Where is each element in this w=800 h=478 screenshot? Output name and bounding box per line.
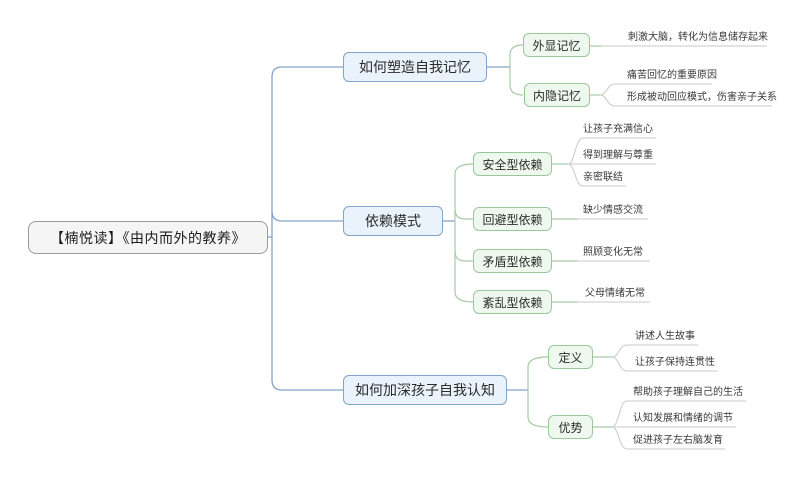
subtopic-definition[interactable]: 定义	[548, 345, 593, 369]
subtopic-explicit-memory[interactable]: 外显记忆	[523, 33, 590, 57]
green-connectors	[454, 44, 612, 428]
leaf-topic[interactable]: 促进孩子左右脑发育	[633, 435, 723, 446]
main-topic-memory[interactable]: 如何塑造自我记忆	[343, 52, 487, 82]
blue-connectors	[268, 66, 528, 391]
subtopic-ambivalent-attachment[interactable]: 矛盾型依赖	[473, 249, 552, 273]
subtopic-secure-attachment[interactable]: 安全型依赖	[473, 152, 552, 176]
leaf-topic[interactable]: 刺激大脑，转化为信息储存起来	[628, 32, 768, 43]
subtopic-advantages[interactable]: 优势	[548, 415, 593, 439]
root-topic[interactable]: 【楠悦读】《由内而外的教养》	[28, 221, 268, 254]
subtopic-implicit-memory[interactable]: 内隐记忆	[524, 83, 590, 107]
leaf-topic[interactable]: 讲述人生故事	[635, 331, 695, 342]
leaf-topic[interactable]: 痛苦回忆的重要原因	[627, 70, 717, 81]
leaf-topic[interactable]: 让孩子充满信心	[583, 124, 653, 135]
subtopic-disorganized-attachment[interactable]: 紊乱型依赖	[473, 290, 552, 314]
leaf-topic[interactable]: 让孩子保持连贯性	[635, 357, 715, 368]
leaf-topic[interactable]: 形成被动回应模式，伤害亲子关系	[627, 92, 777, 103]
main-topic-self-cognition[interactable]: 如何加深孩子自我认知	[343, 375, 507, 405]
leaf-underlines	[567, 45, 772, 450]
leaf-topic[interactable]: 帮助孩子理解自己的生活	[633, 387, 743, 398]
leaf-topic[interactable]: 亲密联结	[583, 172, 623, 183]
leaf-topic[interactable]: 照顾变化无常	[583, 247, 643, 258]
main-topic-attachment[interactable]: 依赖模式	[343, 206, 443, 236]
leaf-topic[interactable]: 缺少情感交流	[583, 205, 643, 216]
leaf-topic[interactable]: 认知发展和情绪的调节	[633, 413, 733, 424]
leaf-topic[interactable]: 父母情绪无常	[585, 288, 645, 299]
subtopic-avoidant-attachment[interactable]: 回避型依赖	[473, 207, 552, 231]
leaf-topic[interactable]: 得到理解与尊重	[583, 150, 653, 161]
